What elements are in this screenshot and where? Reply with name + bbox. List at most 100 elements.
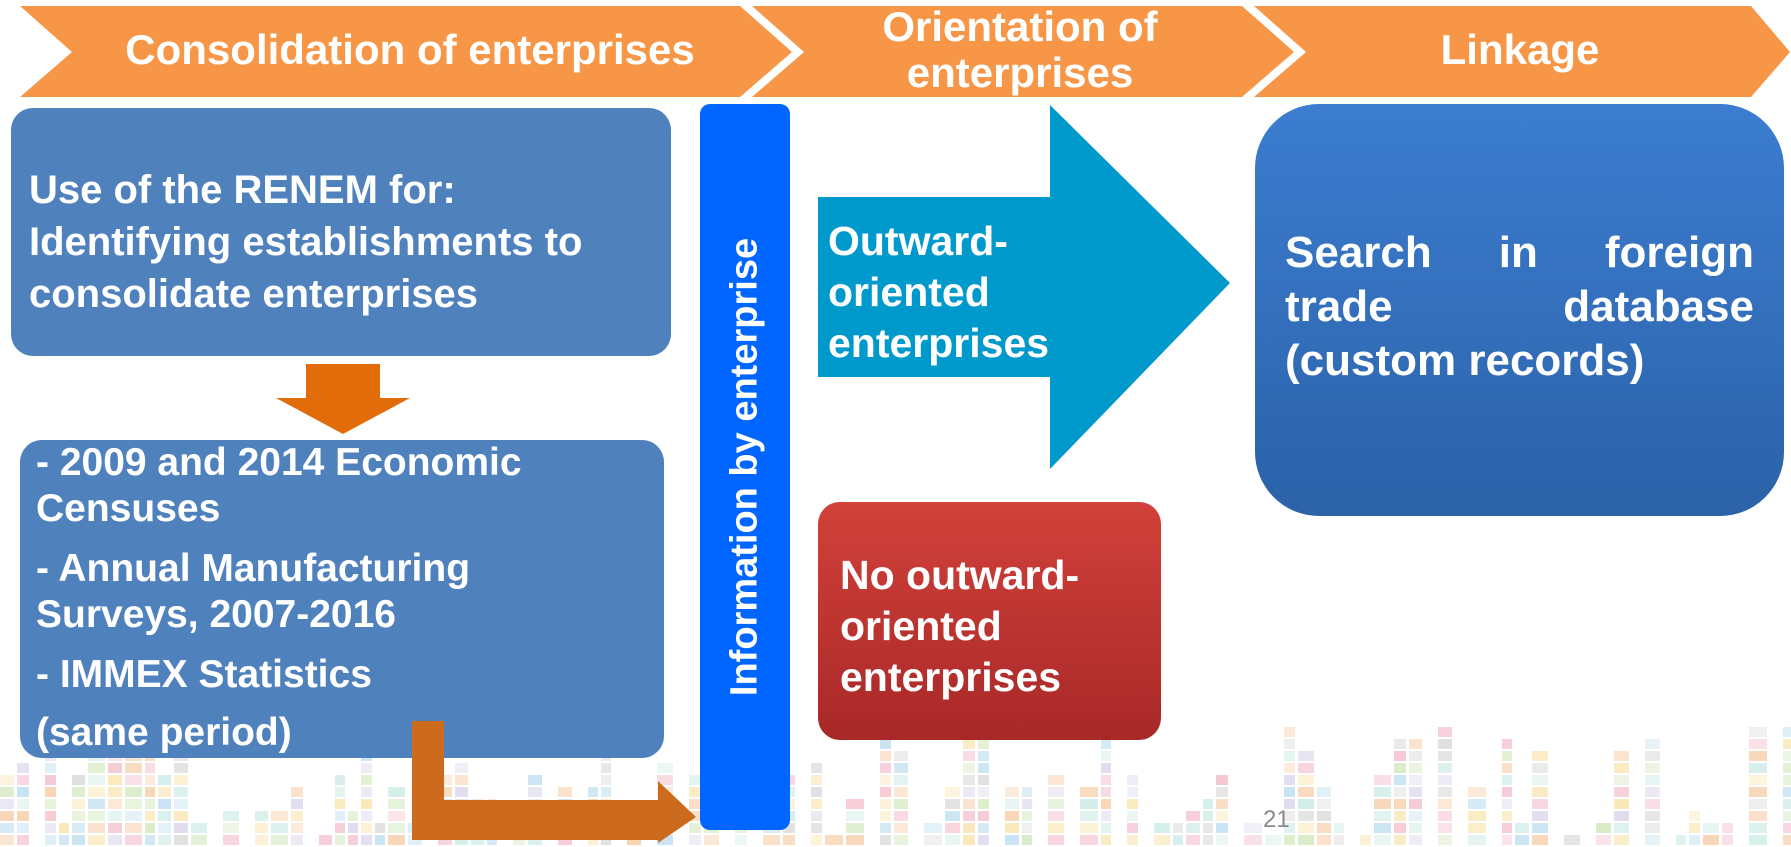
pattern-cell (1468, 787, 1486, 797)
source-economic-censuses-line1: - 2009 and 2014 Economic (36, 441, 522, 484)
pattern-cell (1317, 811, 1331, 821)
pattern-cell (1186, 835, 1200, 845)
pattern-cell (1244, 823, 1262, 833)
pattern-cell (1438, 727, 1452, 737)
pattern-cell (1502, 823, 1512, 833)
pattern-cell (17, 811, 29, 821)
pattern-cell (1374, 835, 1391, 845)
pattern-cell (174, 787, 188, 797)
pattern-cell (1080, 823, 1098, 833)
pattern-cell (689, 823, 701, 833)
pattern-cell (894, 775, 908, 785)
pattern-cell (1564, 835, 1580, 845)
pattern-cell (388, 811, 405, 821)
pattern-cell (1317, 799, 1331, 809)
linkage-box: Search in foreign trade database (custom… (1255, 104, 1784, 516)
no-outward-line2: oriented (840, 603, 1002, 649)
pattern-cell (880, 799, 891, 809)
pattern-cell (1360, 835, 1371, 845)
pattern-cell (455, 763, 468, 773)
pattern-cell (601, 763, 611, 773)
pattern-cell (158, 799, 171, 809)
pattern-cell (811, 763, 822, 773)
pattern-cell (1317, 835, 1331, 845)
pattern-cell (1394, 775, 1406, 785)
pattern-cell (1284, 727, 1295, 737)
pattern-cell (1749, 811, 1767, 821)
pattern-cell (1216, 787, 1228, 797)
pattern-cell (1284, 763, 1295, 773)
pattern-cell (438, 787, 452, 797)
pattern-cell (1216, 835, 1228, 845)
pattern-cell (1022, 811, 1032, 821)
pattern-cell (125, 835, 142, 845)
pattern-cell (1334, 823, 1344, 833)
pattern-cell (125, 775, 142, 785)
pattern-cell (689, 775, 701, 785)
pattern-cell (1614, 751, 1629, 761)
pattern-cell (361, 823, 372, 833)
pattern-cell (1645, 799, 1660, 809)
pattern-cell (17, 763, 29, 773)
pattern-cell (1127, 811, 1138, 821)
pattern-cell (689, 799, 701, 809)
pattern-cell (335, 775, 345, 785)
pattern-cell (1284, 739, 1295, 749)
stage-orientation-label: Orientation of enterprises (800, 0, 1240, 100)
pattern-cell (72, 823, 85, 833)
pattern-cell (1127, 799, 1138, 809)
pattern-cell (361, 775, 372, 785)
pattern-cell (1468, 799, 1486, 809)
pattern-cell (125, 787, 142, 797)
pattern-cell (1048, 799, 1064, 809)
pattern-cell (978, 811, 989, 821)
pattern-cell (1005, 787, 1019, 797)
pattern-cell (59, 835, 69, 845)
pattern-cell (894, 811, 908, 821)
pattern-cell (1783, 799, 1791, 809)
stage-orientation-line1: Orientation of (882, 3, 1158, 50)
pattern-cell (1374, 799, 1391, 809)
pattern-cell (291, 799, 303, 809)
pattern-cell (1532, 799, 1548, 809)
pattern-cell (894, 751, 908, 761)
pattern-cell (1374, 775, 1391, 785)
source-immex-statistics: - IMMEX Statistics (36, 653, 372, 696)
pattern-cell (255, 811, 268, 821)
pattern-cell (17, 823, 29, 833)
pattern-cell (108, 823, 122, 833)
pattern-cell (978, 835, 989, 845)
pattern-cell (1127, 775, 1138, 785)
pattern-cell (1244, 835, 1262, 845)
pattern-cell (880, 739, 891, 749)
down-arrow-icon (276, 364, 410, 434)
outward-oriented-label: Outward- oriented enterprises (828, 216, 1078, 369)
pattern-cell (880, 811, 891, 821)
pattern-cell (1468, 811, 1486, 821)
pattern-cell (174, 811, 188, 821)
pattern-cell (108, 811, 122, 821)
pattern-cell (528, 787, 542, 797)
pattern-cell (145, 775, 155, 785)
pattern-cell (811, 811, 822, 821)
pattern-cell (1317, 823, 1331, 833)
pattern-cell (108, 835, 122, 845)
pattern-cell (1689, 835, 1700, 845)
stage-linkage-label: Linkage (1440, 26, 1600, 73)
pattern-cell (1502, 835, 1512, 845)
pattern-cell (158, 775, 171, 785)
pattern-cell (45, 775, 56, 785)
pattern-cell (1048, 835, 1064, 845)
pattern-cell (0, 823, 14, 833)
pattern-cell (1022, 835, 1032, 845)
pattern-cell (1783, 835, 1791, 845)
pattern-cell (1394, 751, 1406, 761)
outward-arrow-shape (818, 105, 1230, 469)
pattern-cell (1783, 739, 1791, 749)
pattern-cell (1048, 823, 1064, 833)
chevron-linkage (1254, 6, 1790, 97)
pattern-cell (1749, 739, 1767, 749)
pattern-cell (1749, 763, 1767, 773)
pattern-cell (1502, 763, 1512, 773)
pattern-cell (1203, 823, 1213, 833)
